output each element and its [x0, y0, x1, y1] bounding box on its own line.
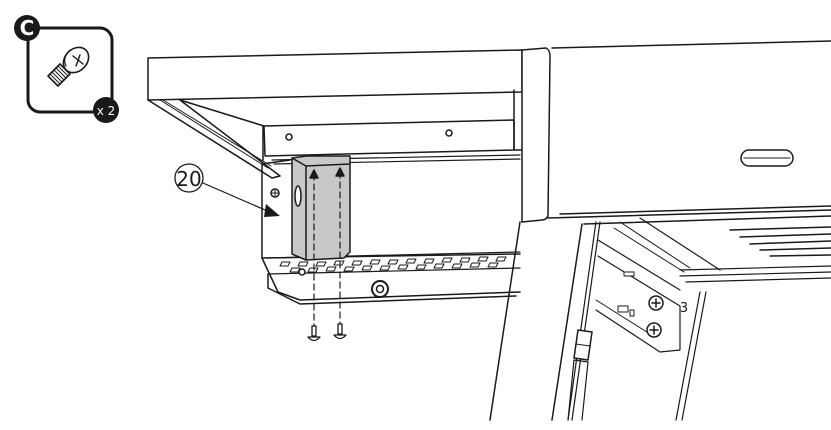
right-panel	[521, 40, 831, 223]
parts-letter-badge	[14, 15, 40, 41]
side-cabinet	[261, 159, 521, 305]
nut-icon	[371, 280, 389, 298]
side-screw-icon	[270, 188, 280, 198]
quantity-label: x 2	[97, 104, 116, 118]
rail-screw-icon	[646, 322, 662, 338]
callout-3-label: 3	[680, 301, 688, 316]
screw-icon	[333, 323, 347, 340]
bracket	[291, 155, 351, 327]
rail-screw-icon	[648, 295, 664, 311]
vent-slots	[279, 256, 507, 273]
quantity-badge	[93, 97, 119, 123]
screw-icon	[307, 325, 321, 342]
screw-icon	[47, 46, 90, 87]
callout-20-label: 20	[176, 167, 201, 191]
parts-letter: C	[20, 16, 35, 40]
lower-frame	[489, 205, 831, 421]
callout-20: 20	[174, 163, 280, 217]
parts-callout: C x 2	[14, 15, 119, 123]
